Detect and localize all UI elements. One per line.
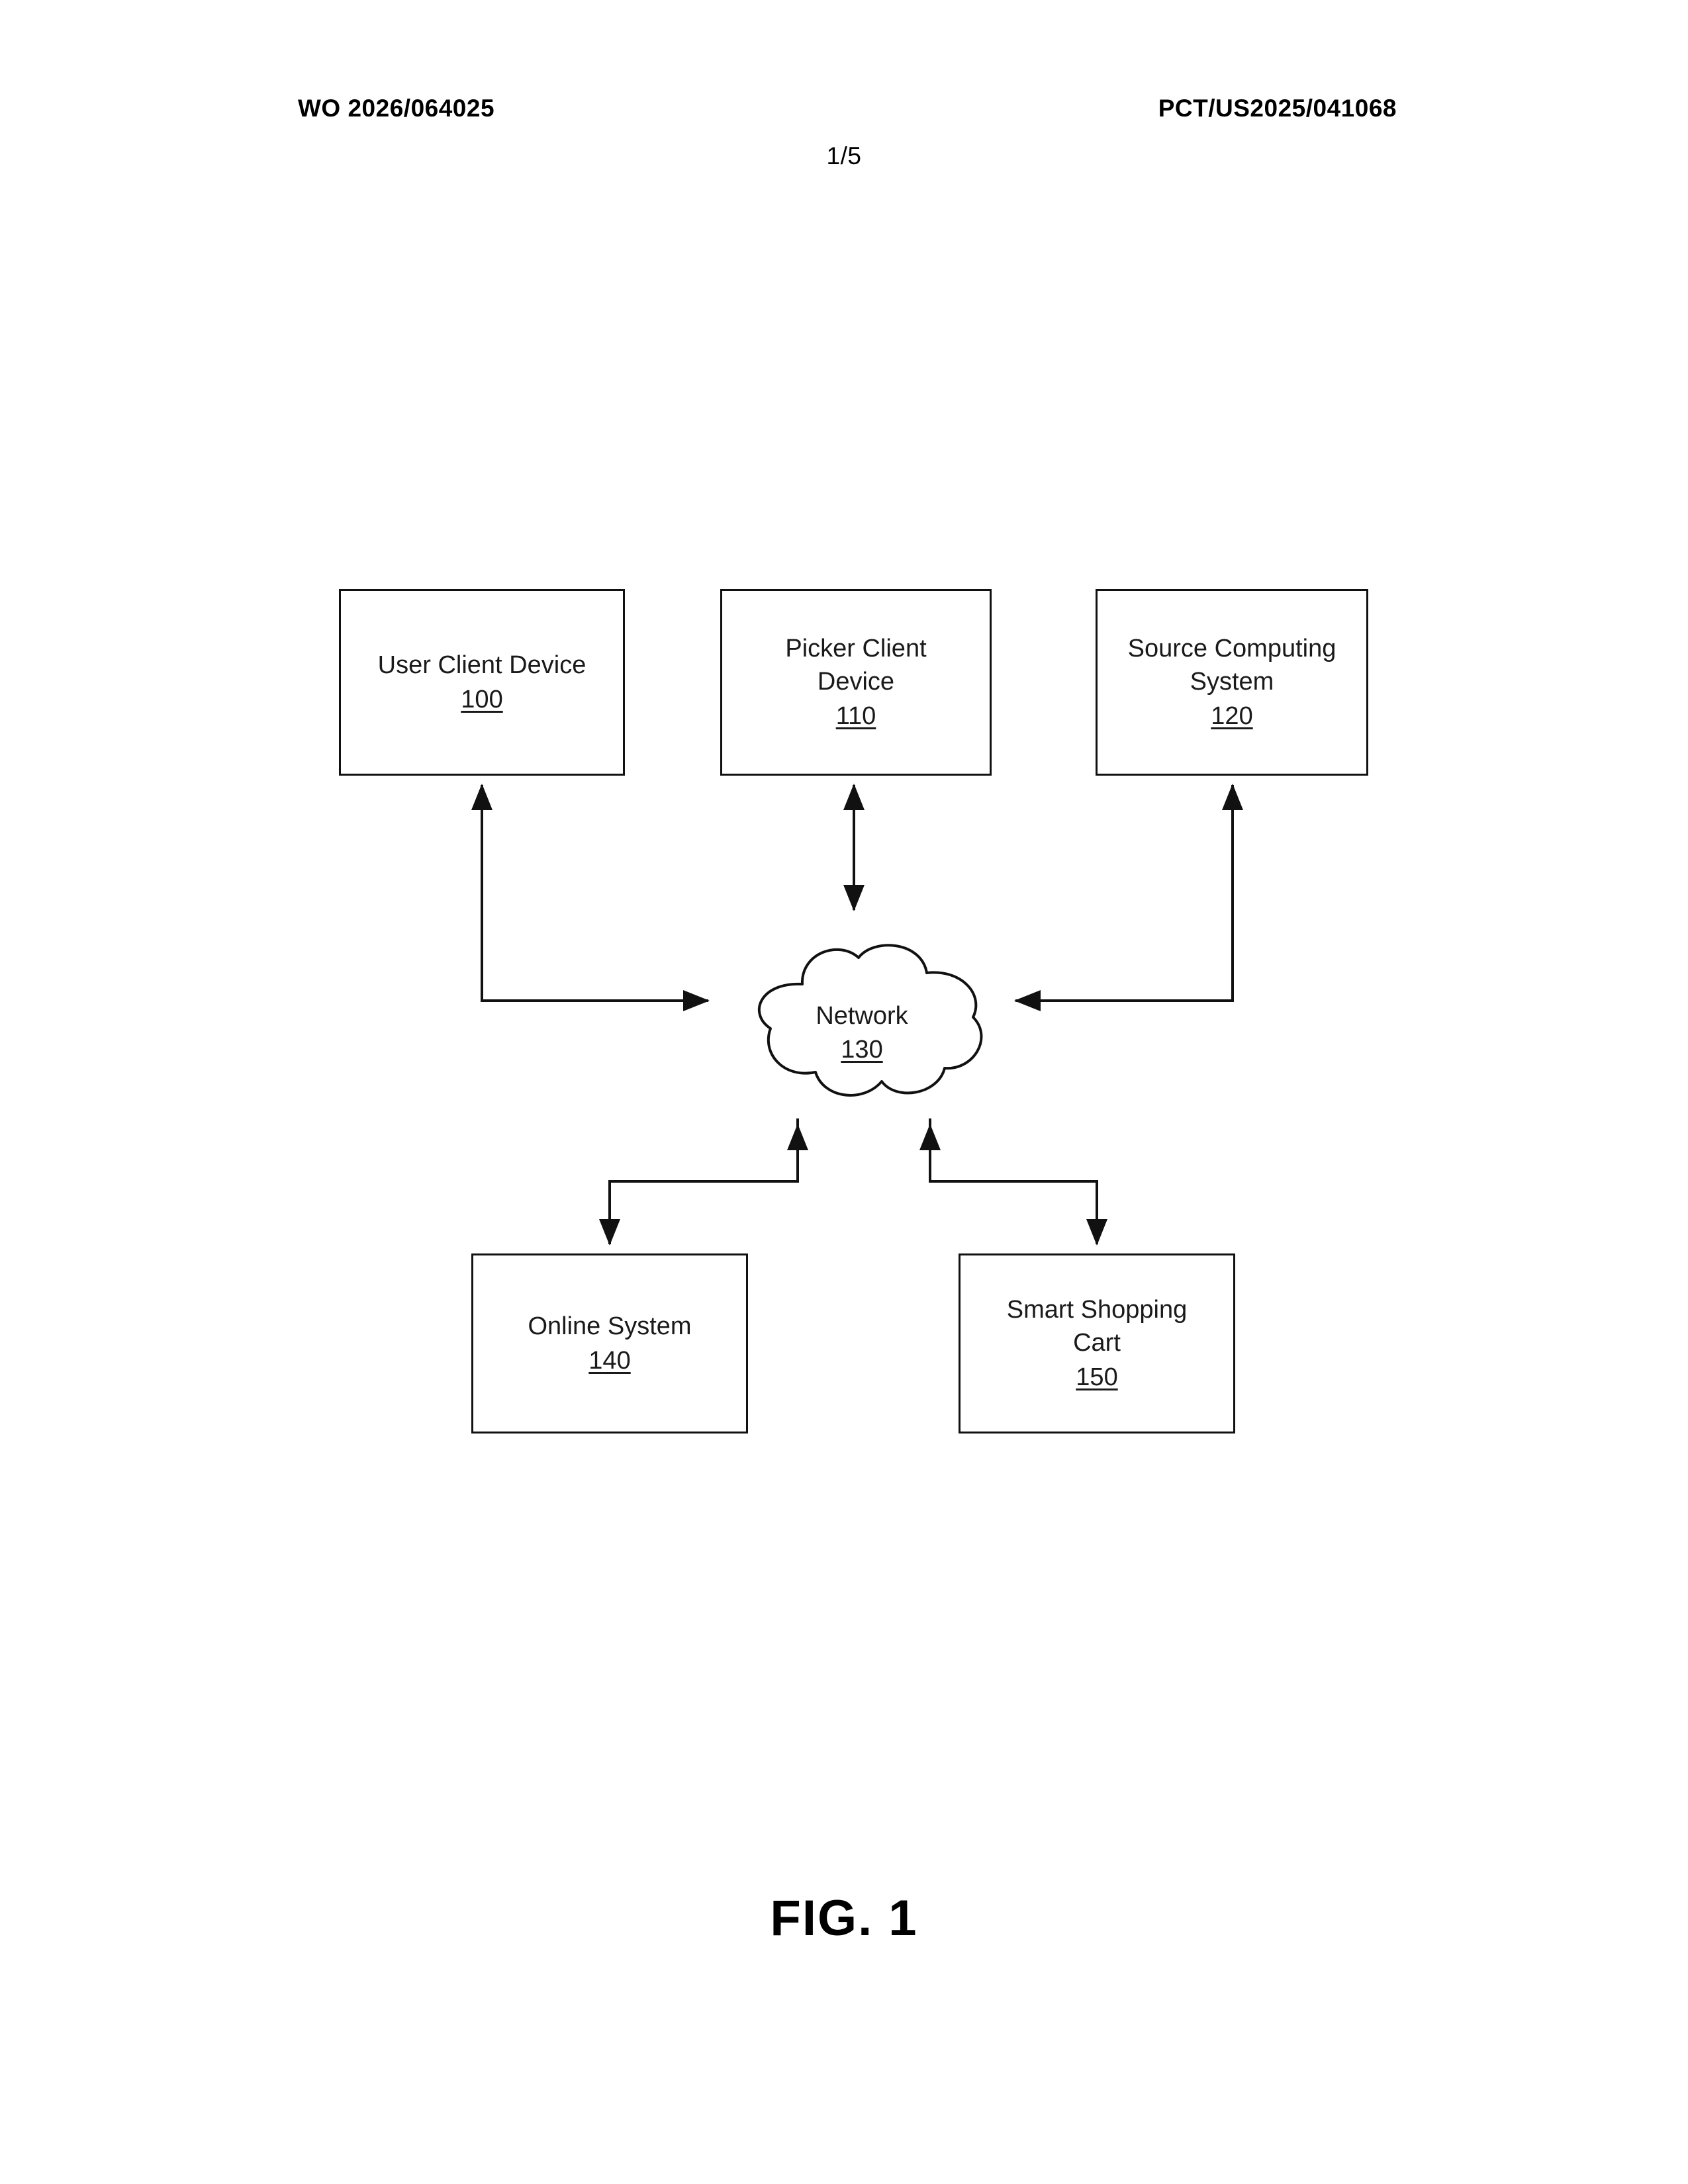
node-label: Network: [816, 1002, 908, 1030]
application-number: PCT/US2025/041068: [1158, 95, 1397, 122]
node-user-client-device: User Client Device 100: [339, 589, 625, 776]
connector-network-online-system: [599, 1118, 808, 1246]
node-reference-numeral: 150: [1076, 1363, 1118, 1392]
node-label: Online System: [528, 1312, 692, 1340]
node-reference-numeral: 130: [841, 1035, 883, 1064]
node-label: Smart Shopping Cart: [1006, 1295, 1188, 1357]
publication-number: WO 2026/064025: [298, 95, 495, 122]
node-reference-numeral: 100: [461, 686, 503, 713]
figure-caption: FIG. 1: [770, 1890, 918, 1946]
node-online-system: Online System 140: [471, 1253, 748, 1433]
node-picker-client-device: Picker Client Device 110: [720, 589, 992, 776]
node-label-group: Network 130: [723, 999, 1001, 1067]
connector-source-computing-system-network: [1014, 784, 1243, 1011]
node-source-computing-system: Source Computing System 120: [1096, 589, 1368, 776]
node-label: Source Computing System: [1127, 634, 1336, 696]
node-label: Picker Client Device: [785, 634, 927, 696]
node-reference-numeral: 110: [835, 702, 876, 731]
node-reference-numeral: 140: [588, 1347, 631, 1375]
cloud-icon: [758, 944, 983, 1097]
node-smart-shopping-cart: Smart Shopping Cart 150: [959, 1253, 1235, 1433]
node-reference-numeral: 120: [1211, 702, 1253, 731]
connector-network-smart-shopping-cart: [919, 1118, 1107, 1246]
node-label: User Client Device: [377, 651, 586, 679]
sheet-page-number: 1/5: [826, 142, 862, 169]
node-network-cloud: Network 130: [723, 921, 1001, 1113]
connector-user-client-device-network: [471, 784, 710, 1011]
